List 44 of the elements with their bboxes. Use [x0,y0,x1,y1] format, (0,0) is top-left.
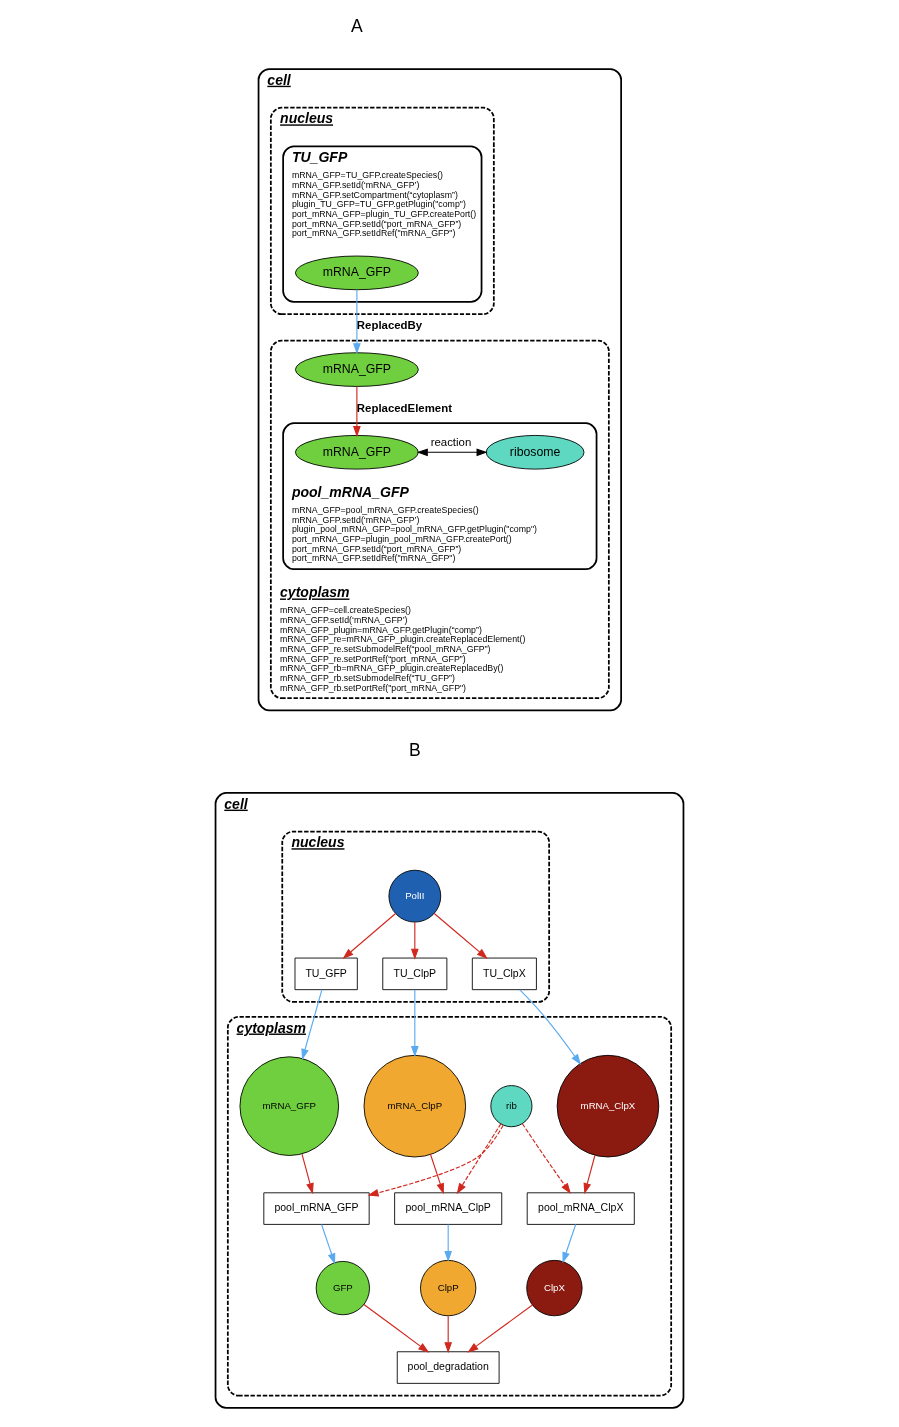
node-box: TU_ClpX [471,957,537,991]
edge-label: reaction [430,436,472,449]
arrow [363,1303,430,1353]
arrow [562,1223,577,1264]
arrow [521,1123,571,1195]
node-circle: ClpP [420,1259,477,1317]
edge-label: ReplacedBy [356,319,423,332]
arrow [410,921,419,960]
arrow [429,1153,444,1195]
label: A [351,16,363,37]
arrow [444,1223,453,1263]
arrow [467,1304,533,1353]
arrow [433,912,488,959]
arrow [342,912,397,959]
arrow [367,1124,504,1197]
node-ellipse: mRNA_GFP [295,435,419,470]
arrow [353,385,361,438]
node-circle: GFP [315,1260,370,1316]
node-circle: mRNA_GFP [239,1056,340,1156]
node-ellipse: ribosome [485,435,585,470]
node-ellipse: mRNA_GFP [295,255,419,291]
arrow [301,989,323,1060]
node-circle: ClpX [526,1259,583,1317]
node-circle: mRNA_ClpP [363,1054,467,1158]
node-box: pool_mRNA_GFP [263,1192,370,1225]
node-box: TU_GFP [294,957,358,991]
node-ellipse: mRNA_GFP [295,352,419,387]
arrow [519,989,582,1066]
node-box: pool_mRNA_ClpX [526,1192,635,1225]
node-box: pool_degradation [396,1351,500,1384]
arrow [456,1123,502,1195]
arrow [583,1154,596,1195]
arrow [410,989,419,1058]
node-circle: PolII [388,869,442,923]
arrow [444,1315,453,1354]
label: B [408,740,421,761]
arrow [301,1153,314,1195]
node-box: pool_mRNA_ClpP [394,1192,503,1225]
node-circle: rib [490,1085,533,1128]
arrow [416,448,488,457]
arrow [353,289,361,355]
node-box: TU_ClpP [382,957,448,991]
edge-label: ReplacedElement [356,402,452,415]
arrow [321,1223,336,1265]
